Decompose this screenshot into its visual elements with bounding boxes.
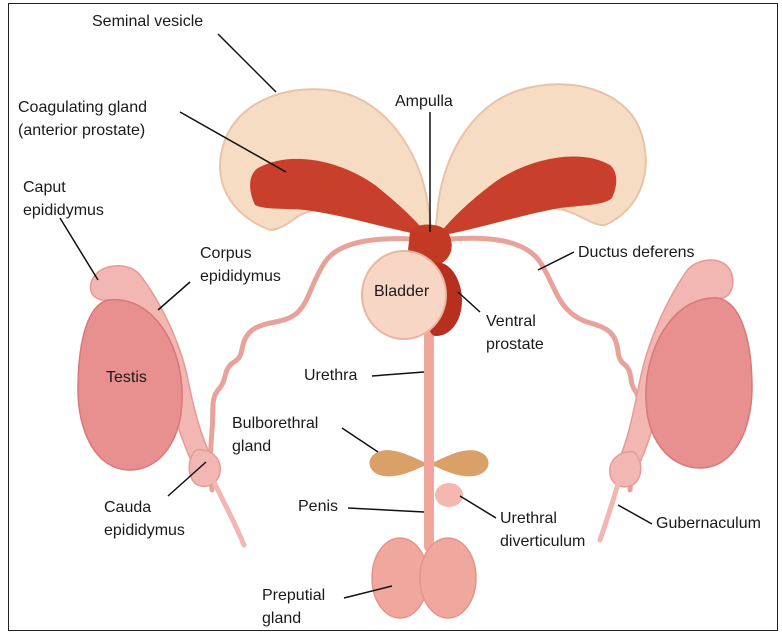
label-bulbourethral-1: Bulborethral bbox=[232, 414, 318, 434]
leader-bulbourethral bbox=[342, 428, 378, 452]
preputial-gland-right bbox=[420, 538, 476, 618]
leader-caput bbox=[60, 218, 98, 280]
label-bladder: Bladder bbox=[374, 282, 429, 302]
urethral-diverticulum bbox=[435, 483, 463, 507]
label-coagulating-gland-1: Coagulating gland bbox=[18, 98, 147, 118]
leader-ductus bbox=[538, 252, 574, 270]
label-seminal-vesicle: Seminal vesicle bbox=[92, 12, 203, 32]
label-ductus-deferens: Ductus deferens bbox=[578, 243, 695, 263]
label-corpus-1: Corpus bbox=[200, 244, 252, 264]
label-urethral-diverticulum-2: diverticulum bbox=[500, 532, 585, 552]
bulbourethral-gland-left bbox=[369, 450, 424, 476]
gubernaculum-left bbox=[214, 482, 244, 545]
label-penis: Penis bbox=[298, 497, 338, 517]
label-urethral-diverticulum-1: Urethral bbox=[500, 509, 557, 529]
label-preputial-2: gland bbox=[262, 609, 301, 629]
gubernaculum-right bbox=[600, 484, 618, 540]
label-caput-1: Caput bbox=[23, 178, 66, 198]
urethra-shaft bbox=[424, 322, 434, 552]
leader-seminal-vesicle bbox=[218, 34, 276, 92]
bulbourethral-gland-right bbox=[434, 450, 489, 476]
leader-gubernaculum bbox=[618, 505, 652, 524]
label-gubernaculum: Gubernaculum bbox=[656, 514, 761, 534]
label-corpus-2: epididymus bbox=[200, 267, 281, 287]
label-ventral-prostate-1: Ventral bbox=[486, 312, 536, 332]
label-caput-2: epididymus bbox=[23, 201, 104, 221]
cauda-epididymus-right bbox=[610, 452, 641, 487]
label-cauda-1: Cauda bbox=[104, 498, 151, 518]
label-testis: Testis bbox=[106, 368, 147, 388]
label-urethra: Urethra bbox=[304, 366, 357, 386]
leader-urethra bbox=[372, 372, 424, 376]
leader-urethral-div bbox=[460, 496, 496, 518]
label-ampulla: Ampulla bbox=[395, 92, 453, 112]
label-cauda-2: epididymus bbox=[104, 521, 185, 541]
label-preputial-1: Preputial bbox=[262, 586, 325, 606]
label-ventral-prostate-2: prostate bbox=[486, 335, 544, 355]
leader-penis bbox=[348, 508, 424, 512]
leader-corpus bbox=[158, 282, 190, 310]
label-coagulating-gland-2: (anterior prostate) bbox=[18, 121, 145, 141]
label-bulbourethral-2: gland bbox=[232, 437, 271, 457]
